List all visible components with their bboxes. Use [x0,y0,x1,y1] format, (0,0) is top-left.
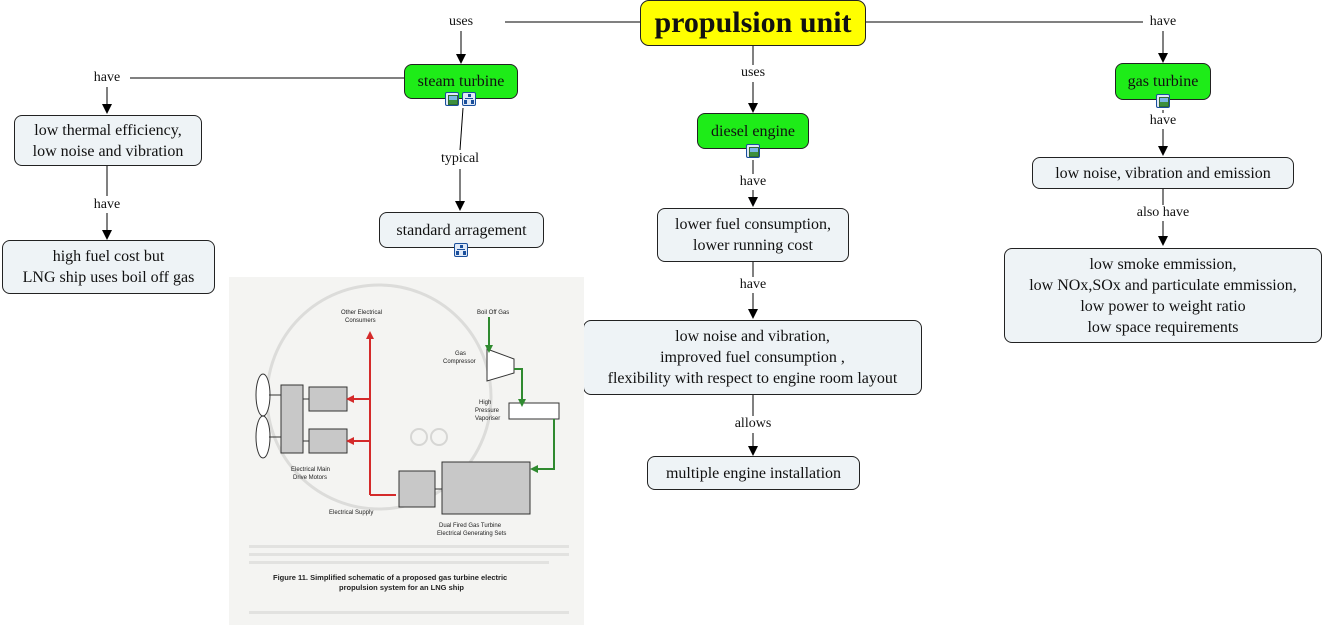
figure-label: Other Electrical [341,310,382,316]
figure-label: Dual Fired Gas Turbine [439,523,502,529]
concept-line: LNG ship uses boil off gas [22,269,195,286]
concept-multiple-engine-label: multiple engine installation [665,464,842,482]
vaporiser [508,402,560,420]
root-concept-label: propulsion unit [654,6,852,39]
drive-motor-upper [308,386,348,412]
concept-diesel-engine-label: diesel engine [711,122,795,140]
figure-caption-line2: propulsion system for an LNG ship [339,583,464,592]
concept-line: improved fuel consumption , [660,349,845,366]
figure-label: Pressure [475,408,500,414]
link-label-have-diesel: have [737,174,769,190]
image-resource-icon[interactable] [445,92,459,106]
concept-line: low thermal efficiency, [34,121,182,139]
concept-line: low smoke emmission, [1089,255,1237,273]
motor-housing [280,384,304,454]
concept-steam-turbine[interactable]: steam turbine [404,64,518,99]
figure-label: Consumers [345,318,376,324]
concept-line: lower running cost [693,237,813,254]
link-label-have-lowthermal: have [91,197,123,213]
figure-label: Drive Motors [293,475,327,481]
concept-steam-turbine-label: steam turbine [417,73,505,90]
concept-line: low NOx,SOx and particulate emmission, [1029,276,1297,294]
propeller-icon [255,373,271,417]
link-label-have-lowerfuel: have [737,277,769,293]
concept-low-thermal-efficiency[interactable]: low thermal efficiency, low noise and vi… [14,115,202,166]
link-label-have-right: have [1147,14,1179,30]
concept-low-smoke-emission[interactable]: low smoke emmission, low NOx,SOx and par… [1004,248,1322,343]
link-label-have-steam: have [91,70,123,86]
generator [398,470,436,508]
figure-caption-line1: Figure 11. Simplified schematic of a pro… [273,573,507,582]
link-label-typical: typical [438,151,482,167]
gas-turbine-unit [441,461,531,515]
concept-diesel-engine[interactable]: diesel engine [697,113,809,149]
figure-label: Electrical Supply [329,510,373,516]
concept-line: low noise and vibration, [675,328,830,345]
propeller-icon [255,415,271,459]
concept-line: low power to weight ratio [1080,297,1246,315]
figure-label: Compressor [443,359,476,365]
concept-line: low space requirements [1087,318,1239,336]
image-resource-icon[interactable] [1156,94,1170,108]
root-concept[interactable]: propulsion unit [640,0,866,46]
image-resource-icon[interactable] [746,144,760,158]
concept-multiple-engine-installation[interactable]: multiple engine installation [647,456,860,490]
drive-motor-lower [308,428,348,454]
concept-high-fuel-cost[interactable]: high fuel cost but LNG ship uses boil of… [2,240,215,294]
concept-map-resource-icon[interactable] [462,92,476,106]
link-label-allows: allows [732,416,774,432]
concept-lower-fuel-consumption[interactable]: lower fuel consumption, lower running co… [657,208,849,262]
link-label-also-have: also have [1134,205,1192,221]
concept-low-noise-improved-fuel[interactable]: low noise and vibration, improved fuel c… [583,320,922,395]
concept-line: low noise and vibration [32,142,184,160]
concept-line: flexibility with respect to engine room … [607,370,898,387]
figure-label: High [479,400,491,406]
figure-label: Gas [455,351,466,357]
concept-low-noise-vibration-emission[interactable]: low noise, vibration and emission [1032,157,1294,189]
concept-line: high fuel cost but [52,248,165,265]
link-label-uses-left: uses [446,14,476,30]
line-steam-typical [459,107,464,151]
link-label-uses-center: uses [738,65,768,81]
figure-label: Electrical Main [291,467,330,473]
concept-gas-turbine[interactable]: gas turbine [1115,63,1211,100]
link-label-have-gas: have [1147,113,1179,129]
gas-compressor [486,348,515,382]
concept-line: lower fuel consumption, [675,216,831,233]
concept-low-noise-emission-label: low noise, vibration and emission [1055,164,1271,182]
figure-label: Electrical Generating Sets [437,531,506,537]
figure-label: Boil Off Gas [477,310,509,316]
concept-gas-turbine-label: gas turbine [1127,73,1199,90]
schematic-figure[interactable]: Other Electrical Consumers Boil Off Gas … [229,277,584,625]
figure-label: Vaporiser [475,416,500,422]
concept-map-resource-icon[interactable] [454,243,468,257]
concept-standard-arrangement-label: standard arragement [396,221,527,239]
